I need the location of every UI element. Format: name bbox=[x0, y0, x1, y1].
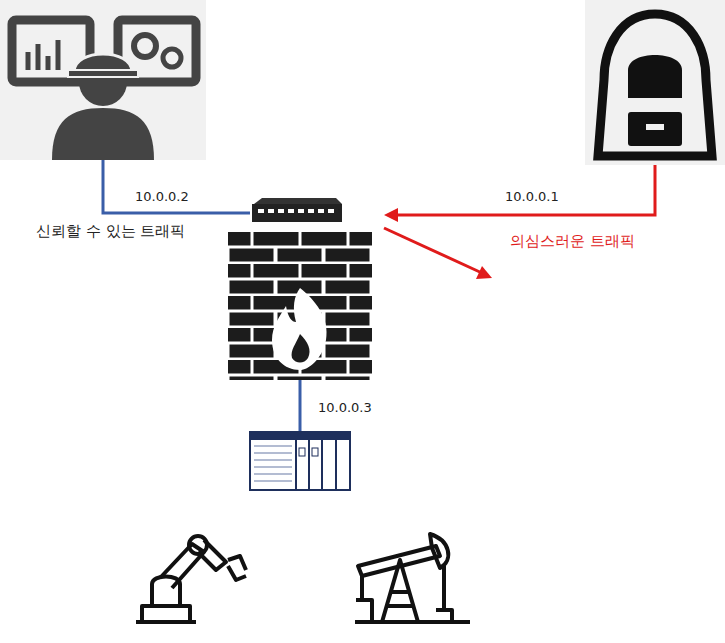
ip-address: 10.0.0.3 bbox=[318, 400, 372, 416]
trusted-link bbox=[103, 160, 250, 213]
arrow-head bbox=[384, 208, 398, 222]
firewall bbox=[228, 232, 372, 380]
plc-link bbox=[299, 380, 302, 432]
blocked-arrow bbox=[384, 228, 482, 273]
ip-address: 10.0.0.2 bbox=[135, 189, 189, 205]
hacker-icon bbox=[585, 0, 725, 165]
suspicious-link bbox=[396, 165, 655, 215]
network-switch bbox=[252, 198, 342, 222]
robot-arm bbox=[136, 536, 246, 622]
engineer-icon bbox=[0, 0, 206, 160]
plc-controller bbox=[250, 432, 350, 490]
pump-jack bbox=[355, 534, 470, 622]
arrow-head bbox=[476, 266, 492, 279]
ip-address: 10.0.0.1 bbox=[505, 189, 559, 205]
traffic-label: 신뢰할 수 있는 트래픽 bbox=[36, 222, 185, 240]
traffic-label: 의심스러운 트래픽 bbox=[510, 232, 635, 250]
